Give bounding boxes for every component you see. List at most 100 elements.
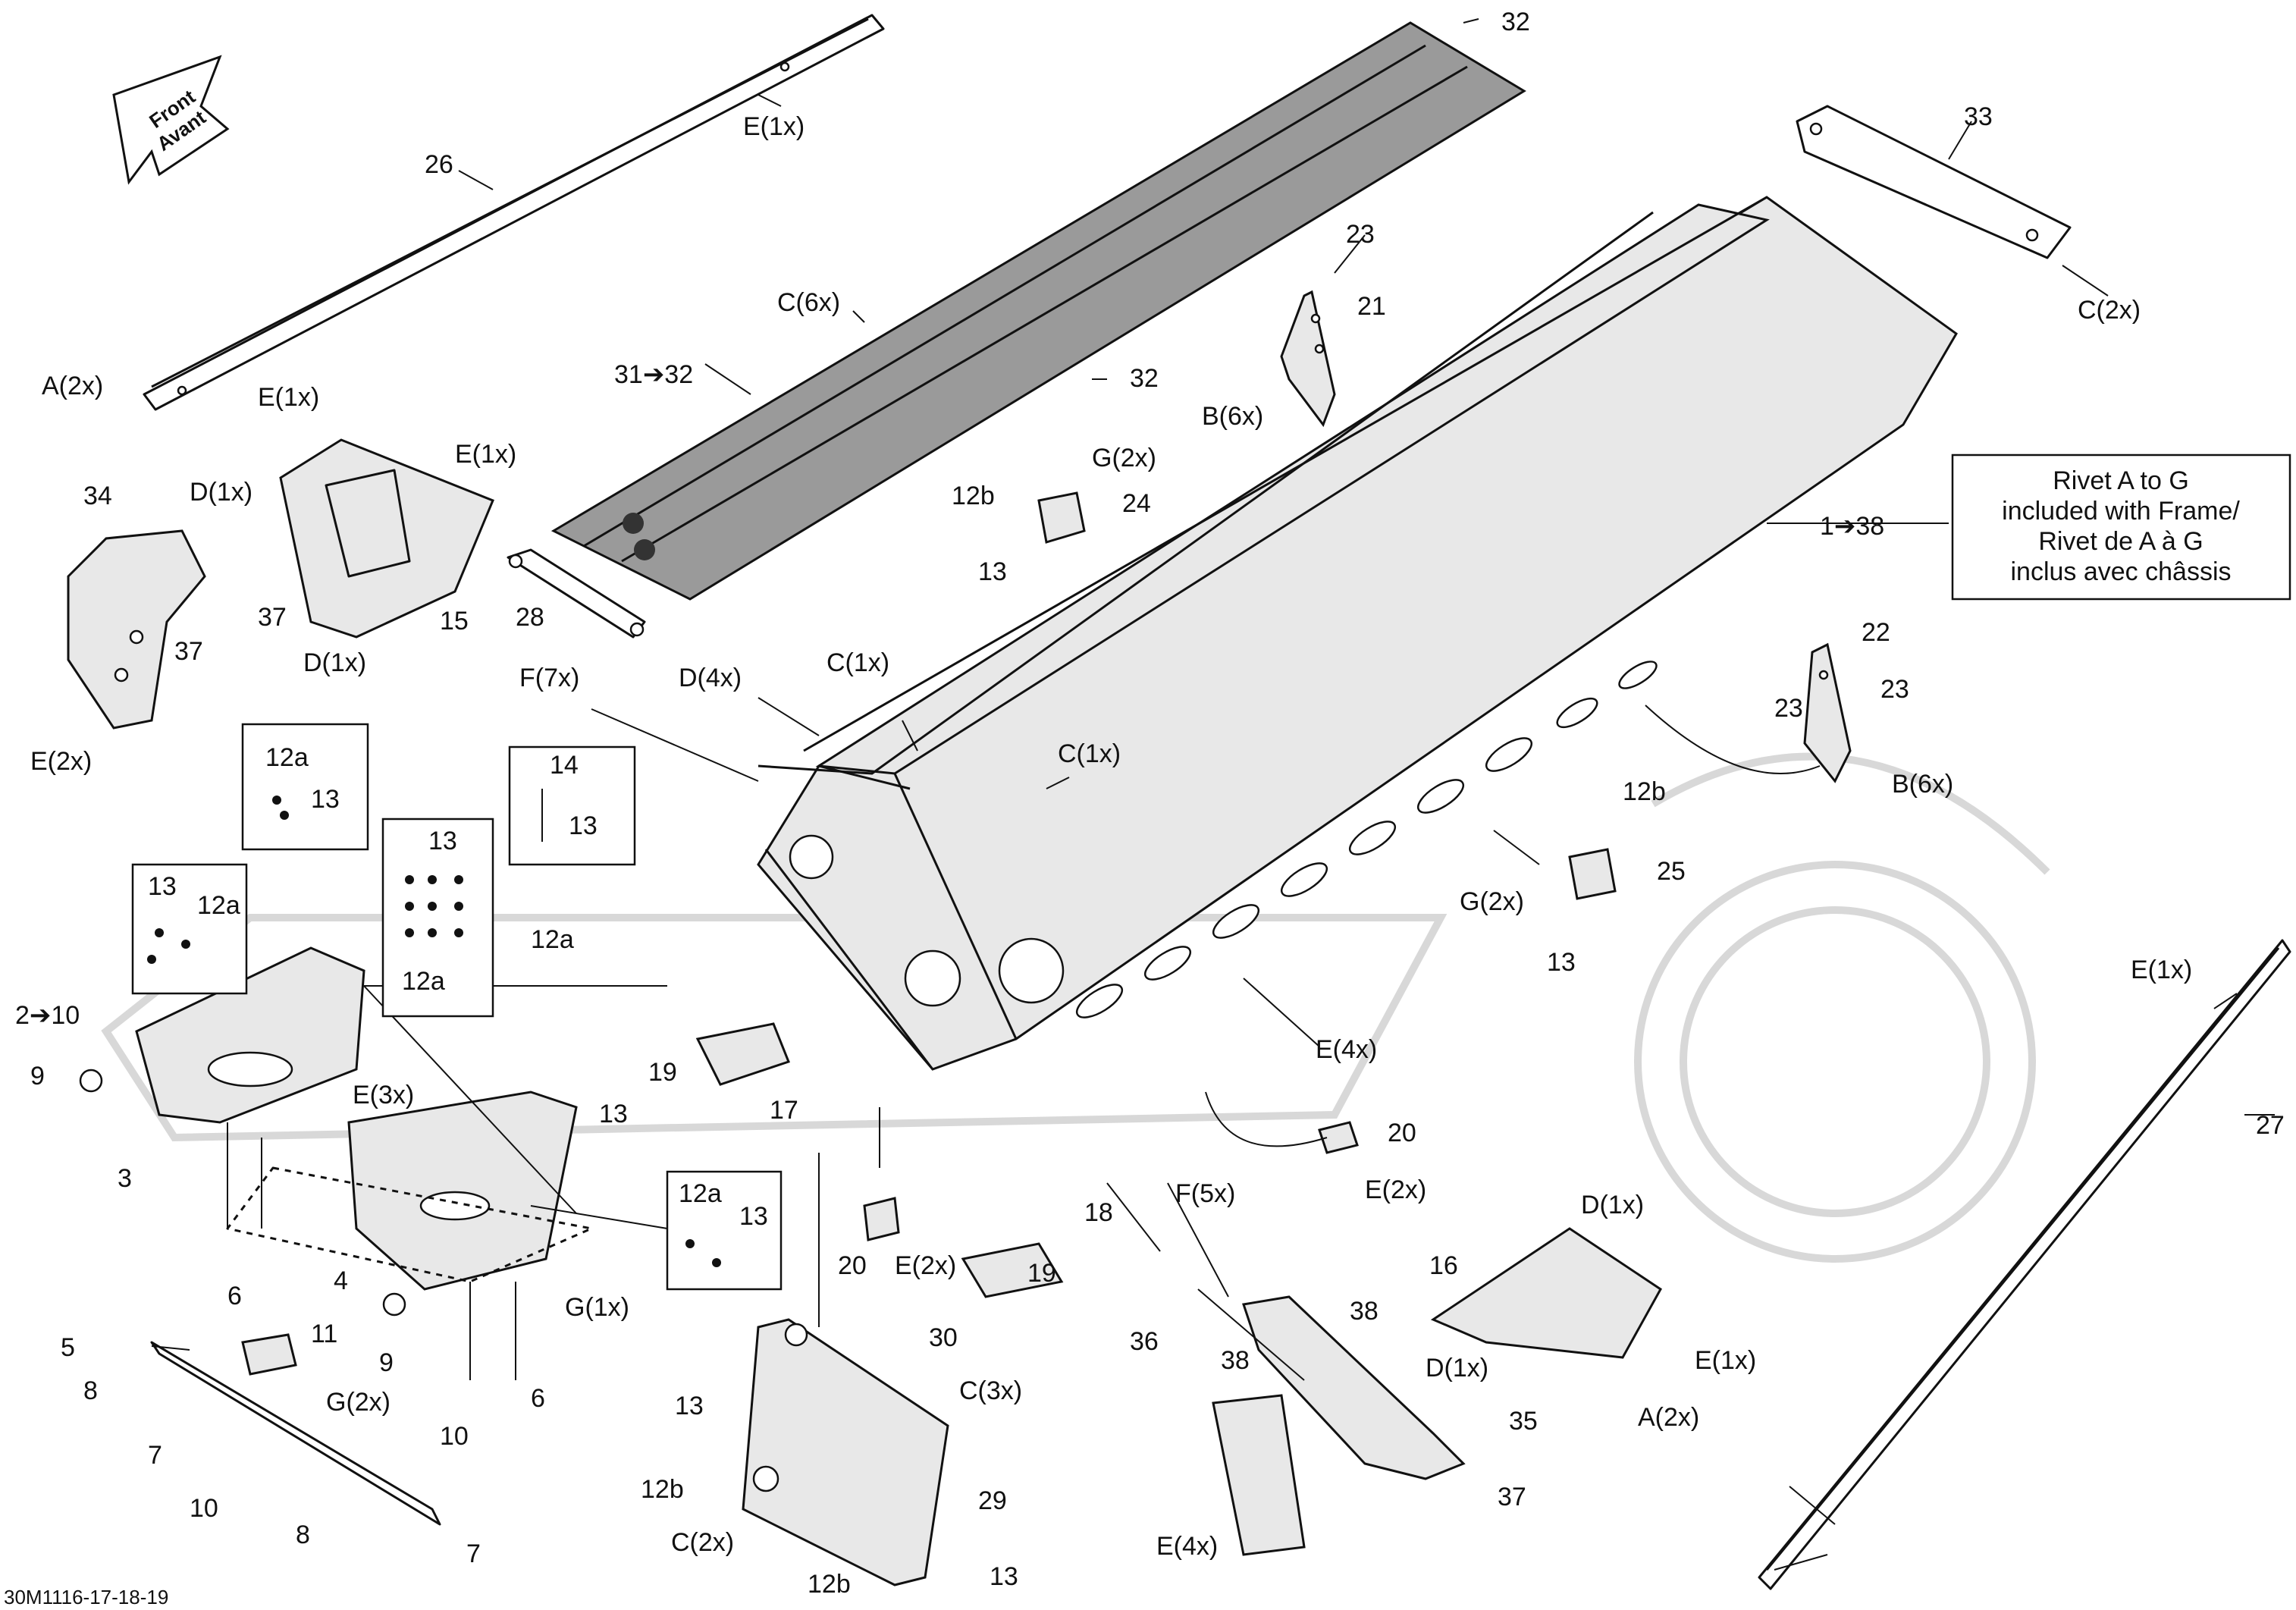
- leader-lines: [151, 18, 2275, 1571]
- rivet-g2x: G(2x): [1460, 887, 1524, 916]
- part-18-footrest: [961, 1242, 1064, 1298]
- callout-36: 36: [1130, 1327, 1159, 1356]
- part-20-plate-a: [863, 1197, 900, 1241]
- rivet-e1x: E(1x): [743, 112, 805, 141]
- callout-3: 3: [118, 1164, 132, 1193]
- note-line-3: Rivet de A à G: [2038, 527, 2203, 556]
- callout-31-32: 31➔32: [614, 360, 693, 389]
- callout-37: 37: [174, 637, 203, 666]
- part-31-heat-exchanger: [550, 21, 1526, 601]
- rivet-e2x: E(2x): [30, 747, 92, 776]
- callout-10: 10: [440, 1422, 469, 1451]
- callout-10: 10: [190, 1494, 218, 1523]
- part-34-bracket: [67, 529, 206, 730]
- hardware-box-13-12a-b: 13 12a: [131, 863, 248, 995]
- callout-13: 13: [1547, 948, 1576, 977]
- callout-20: 20: [1388, 1119, 1416, 1147]
- part-15-cover: [279, 438, 494, 639]
- part-24-bracket: [1037, 491, 1086, 544]
- callout-34: 34: [83, 482, 112, 510]
- rivet-f5x: F(5x): [1175, 1179, 1235, 1208]
- callout-23: 23: [1774, 694, 1803, 723]
- part-4-rear-bracket: [226, 1091, 593, 1317]
- rivet-note-box: Rivet A to G included with Frame/ Rivet …: [1951, 453, 2291, 601]
- callout-1-38: 1➔38: [1820, 512, 1884, 541]
- part-22-plate: [1803, 642, 1852, 783]
- callout-18: 18: [1084, 1198, 1113, 1227]
- callout-5: 5: [61, 1333, 75, 1362]
- callout-12b: 12b: [1623, 777, 1666, 806]
- rivet-b6x: B(6x): [1202, 402, 1263, 431]
- callout-9: 9: [30, 1062, 45, 1091]
- callout-28: 28: [516, 603, 544, 632]
- rivet-c2x: C(2x): [671, 1528, 734, 1557]
- rivet-b6x: B(6x): [1892, 770, 1953, 799]
- rivet-e4x: E(4x): [1316, 1035, 1377, 1064]
- callout-12b: 12b: [641, 1475, 684, 1504]
- callout-22: 22: [1862, 618, 1890, 647]
- rivet-d1x: D(1x): [1581, 1191, 1644, 1219]
- callout-16: 16: [1429, 1251, 1458, 1280]
- rivet-c6x: C(6x): [777, 288, 840, 317]
- part-29-cooler: [742, 1318, 949, 1586]
- note-line-4: inclus avec châssis: [2010, 557, 2231, 586]
- rivet-labels: E(1x) C(6x) A(2x) E(1x) C(2x) B(6x) G(2x…: [30, 112, 2192, 1561]
- callout-13: 13: [599, 1100, 628, 1128]
- callout-12a: 12a: [679, 1179, 722, 1208]
- rivet-f7x: F(7x): [519, 664, 579, 692]
- callout-21: 21: [1357, 292, 1386, 321]
- rivet-c2x: C(2x): [2078, 296, 2141, 325]
- callout-35: 35: [1509, 1407, 1538, 1436]
- callout-17: 17: [770, 1096, 798, 1125]
- rivet-c1x: C(1x): [826, 648, 889, 677]
- part-26-running-board-left: [143, 14, 885, 411]
- rivet-e3x: E(3x): [353, 1081, 414, 1109]
- rivet-e1x: E(1x): [2131, 956, 2192, 984]
- callout-6: 6: [531, 1384, 545, 1413]
- callout-20: 20: [838, 1251, 867, 1280]
- rivet-g2x: G(2x): [326, 1388, 391, 1417]
- callout-32: 32: [1130, 364, 1159, 393]
- part-17-footrest: [695, 1022, 790, 1086]
- rivet-d1x: D(1x): [303, 648, 366, 677]
- callout-12a: 12a: [265, 743, 309, 772]
- part-11-plate: [241, 1333, 297, 1376]
- callout-19: 19: [1027, 1259, 1056, 1288]
- callout-38: 38: [1350, 1297, 1379, 1326]
- hardware-box-12a-13-d: 12a 13: [666, 1170, 783, 1291]
- callout-15: 15: [440, 607, 469, 636]
- note-line-2: included with Frame/: [2002, 497, 2240, 526]
- callout-12a: 12a: [531, 925, 574, 954]
- part-25-bracket: [1568, 848, 1617, 900]
- callout-4: 4: [334, 1266, 348, 1295]
- callout-33: 33: [1964, 102, 1993, 131]
- callout-32: 32: [1501, 8, 1530, 36]
- rivet-d1x: D(1x): [1426, 1354, 1488, 1382]
- callout-13: 13: [978, 557, 1007, 586]
- note-line-1: Rivet A to G: [2053, 466, 2189, 495]
- callout-13: 13: [990, 1562, 1018, 1591]
- rivet-d4x: D(4x): [679, 664, 742, 692]
- rivet-a2x: A(2x): [42, 372, 103, 400]
- callout-37: 37: [1498, 1483, 1526, 1511]
- figure-code: 30M1116-17-18-19: [4, 1586, 168, 1608]
- rivet-d1x: D(1x): [190, 478, 252, 507]
- callout-37: 37: [258, 603, 287, 632]
- callout-13: 13: [148, 872, 177, 901]
- callout-8: 8: [296, 1521, 310, 1549]
- callout-12b: 12b: [952, 482, 995, 510]
- part-21-plate: [1280, 290, 1336, 428]
- callout-7: 7: [148, 1441, 162, 1470]
- part-20-plate-b: [1318, 1121, 1359, 1154]
- callout-8: 8: [83, 1376, 98, 1405]
- callout-12a: 12a: [197, 891, 240, 920]
- callout-19: 19: [648, 1058, 677, 1087]
- callout-6: 6: [227, 1282, 242, 1310]
- callout-38: 38: [1221, 1346, 1250, 1375]
- rivet-e4x: E(4x): [1156, 1532, 1218, 1561]
- part-5-bar: [150, 1341, 441, 1526]
- part-28-bracket: [507, 548, 646, 639]
- hardware-box-14-13: 14 13: [508, 745, 636, 866]
- callout-29: 29: [978, 1486, 1007, 1515]
- hardware-box-12a-13-a: 12a 13: [241, 723, 369, 851]
